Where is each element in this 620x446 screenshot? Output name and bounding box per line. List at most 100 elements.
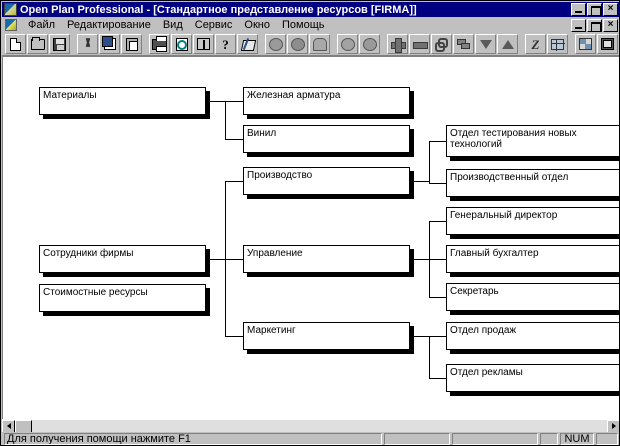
add-button[interactable] [387,34,408,54]
restore-button[interactable] [587,3,602,16]
paste-button[interactable] [121,34,142,54]
status-bar: Для получения помощи нажмите F1 NUM [2,432,619,445]
wizard-button[interactable] [237,34,258,54]
diagram-node[interactable]: Производство [243,167,410,195]
diagram-connector [206,259,225,260]
diagram-node-label: Секретарь [450,286,499,297]
diagram-node-label: Железная арматура [247,90,341,101]
resource-alt2-button[interactable] [359,34,380,54]
split-window-button[interactable] [575,34,596,54]
scroll-left-arrow-icon[interactable] [2,419,15,433]
diagram-node-label: Производственный отдел [450,172,569,183]
diagram-connector [429,336,430,378]
new-file-icon [10,37,21,51]
menu-item-tools[interactable]: Сервис [194,19,233,31]
diagram-node-label: Материалы [43,90,97,101]
diagram-node[interactable]: Материалы [39,87,206,115]
window-system-buttons: × [571,3,618,16]
help-icon: ? [222,36,229,52]
zoom-button[interactable]: Z [525,34,546,54]
scroll-right-arrow-icon[interactable] [607,419,619,433]
diagram-connector [225,139,243,140]
diagram-node-label: Управление [247,248,303,259]
diagram-connector [225,101,243,102]
diagram-node[interactable]: Секретарь [446,283,619,311]
table-view-button[interactable] [547,34,568,54]
remove-button[interactable] [409,34,430,54]
child-minimize-button[interactable] [571,18,586,32]
zoom-icon: Z [531,36,540,52]
diagram-node[interactable]: Винил [243,125,410,153]
help-button[interactable]: ? [215,34,236,54]
horizontal-scrollbar[interactable] [2,419,619,433]
status-pane-2 [452,433,538,445]
diagram-node[interactable]: Отдел рекламы [446,364,619,392]
child-close-button[interactable]: × [603,18,618,32]
move-down-button[interactable] [475,34,496,54]
scrollbar-track[interactable] [15,419,607,433]
menu-item-file[interactable]: Файл [28,19,56,31]
menu-item-window[interactable]: Окно [244,19,270,31]
resource-alt-icon [340,37,355,51]
diagram-node[interactable]: Железная арматура [243,87,410,115]
diagram-node-label: Сотрудники фирмы [43,248,134,259]
menu-item-help[interactable]: Помощь [281,19,325,31]
diagram-node[interactable]: Стоимостные ресурсы [39,284,206,312]
open-file-icon [30,36,45,50]
diagram-node[interactable]: Сотрудники фирмы [39,245,206,273]
diagram-node-label: Маркетинг [247,325,296,336]
resource-pool-icon [290,37,305,51]
diagram-connector [225,336,243,337]
resource-group-icon [312,37,327,51]
copy-button[interactable] [99,34,120,54]
save-file-icon [53,37,66,51]
restore-window-button[interactable] [597,34,618,54]
restore-window-icon [601,38,614,50]
diagram-node[interactable]: Производственный отдел [446,169,619,197]
close-button[interactable]: × [603,3,618,16]
menu-item-view[interactable]: Вид [162,19,183,31]
cut-icon [82,38,94,51]
new-file-button[interactable] [5,34,26,54]
add-icon [391,37,406,53]
scrollbar-thumb[interactable] [15,419,32,433]
status-num-indicator: NUM [560,433,594,445]
diagram-connector [225,101,226,139]
status-pane-4 [596,433,618,445]
diagram-connector [429,141,446,142]
link-button[interactable] [431,34,452,54]
menu-bar: Файл Редактирование Вид Сервис Окно Помо… [2,17,619,33]
diagram-node[interactable]: Отдел продаж [446,322,619,350]
properties-button[interactable] [193,34,214,54]
cut-button[interactable] [77,34,98,54]
open-file-button[interactable] [27,34,48,54]
print-preview-button[interactable] [171,34,192,54]
document-icon[interactable] [5,19,17,31]
resource-pool-button[interactable] [287,34,308,54]
resource-icon [268,37,283,51]
diagram-node[interactable]: Генеральный директор [446,207,619,235]
save-file-button[interactable] [49,34,70,54]
move-up-button[interactable] [497,34,518,54]
diagram-node[interactable]: Главный бухгалтер [446,245,619,273]
print-button[interactable] [149,34,170,54]
resource-alt2-icon [362,37,377,51]
diagram-node[interactable]: Маркетинг [243,322,410,350]
resource-button[interactable] [265,34,286,54]
window-title: Open Plan Professional - [Стандартное пр… [20,3,417,16]
resource-group-button[interactable] [309,34,330,54]
promote-button[interactable] [453,34,474,54]
minimize-button[interactable] [571,3,586,16]
menu-item-edit[interactable]: Редактирование [67,19,151,31]
diagram-node[interactable]: Управление [243,245,410,273]
diagram-connector [410,181,429,182]
resource-alt-button[interactable] [337,34,358,54]
print-preview-icon [175,37,188,51]
diagram-node[interactable]: Отдел тестирования новых технологий [446,125,619,157]
diagram-connector [429,141,430,183]
wizard-icon [241,38,254,51]
child-restore-button[interactable] [587,18,602,32]
status-message: Для получения помощи нажмите F1 [4,433,382,445]
